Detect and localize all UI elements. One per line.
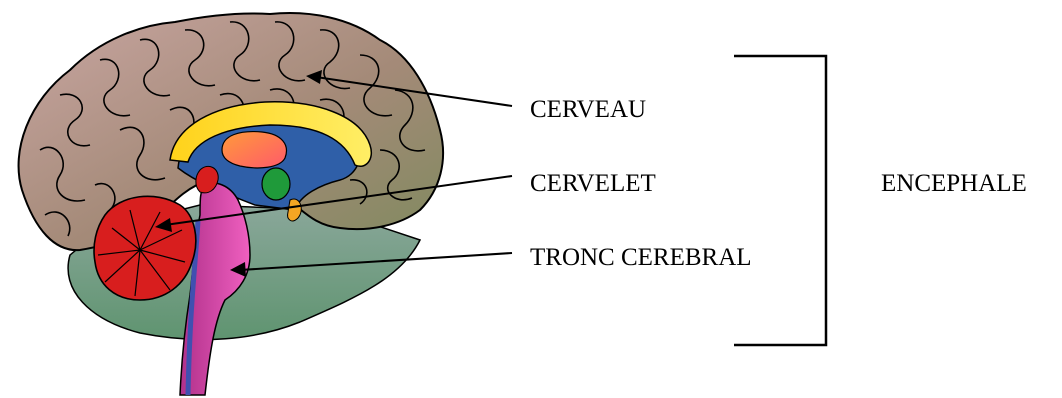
hypothalamus-green [262,168,290,200]
grouping-bracket [734,56,826,345]
label-encephale: ENCEPHALE [881,170,1027,198]
label-tronc-cerebral: TRONC CEREBRAL [530,244,752,272]
label-cerveau: CERVEAU [530,96,646,124]
label-cervelet: CERVELET [530,170,656,198]
thalamus [222,132,286,168]
